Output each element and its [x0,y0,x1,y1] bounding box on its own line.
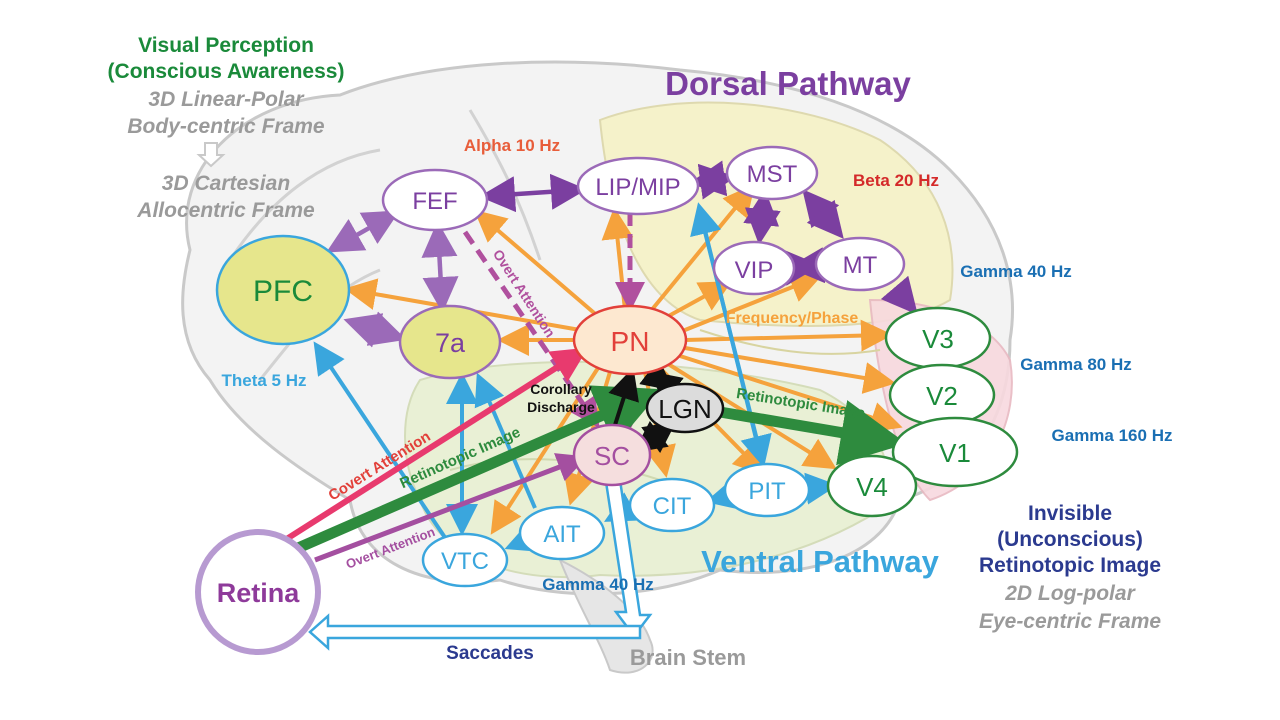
node-v1: V1 [891,416,1019,488]
corollary-label: Corollary [530,381,592,397]
lgn-label: LGN [658,394,711,424]
right-legend-line2: (Unconscious) [997,528,1143,551]
node-v4: V4 [826,454,918,518]
cit-label: CIT [653,493,692,520]
alpha-label: Alpha 10 Hz [464,136,560,155]
v3-label: V3 [922,324,954,354]
retina-label: Retina [217,578,301,608]
node-cit: CIT [628,477,716,533]
gamma40-top-label: Gamma 40 Hz [960,262,1072,281]
node-pit: PIT [723,462,811,518]
fef-label: FEF [412,188,457,215]
right-legend-line5: Eye-centric Frame [979,610,1161,633]
node-ait: AIT [518,505,606,561]
down-arrow-icon [196,142,226,168]
node-7a: 7a [398,304,502,380]
left-legend-line6: Allocentric Frame [136,199,315,222]
pn-label: PN [611,326,650,357]
mt-label: MT [843,252,878,279]
lip-mip-label: LIP/MIP [595,174,680,201]
mst-label: MST [747,161,798,188]
node-fef: FEF [381,168,489,232]
v4-label: V4 [856,472,888,502]
v2-label: V2 [926,381,958,411]
beta-label: Beta 20 Hz [853,171,939,190]
saccades-label: Saccades [446,643,534,664]
node-vip: VIP [712,240,796,296]
frequency-labels: Alpha 10 Hz Beta 20 Hz Gamma 40 Hz Gamma… [221,136,1172,594]
vip-label: VIP [735,257,774,284]
right-legend-line3: Retinotopic Image [979,554,1161,577]
node-v2: V2 [888,363,996,427]
retina-pathways [283,347,907,563]
ventral-pathway-title: Ventral Pathway [701,544,940,579]
left-legend-line1: Visual Perception [138,34,314,57]
node-pn: PN [572,304,688,376]
gamma160-label: Gamma 160 Hz [1052,426,1173,445]
dorsal-pathway-title: Dorsal Pathway [665,65,911,102]
frontal-connections [326,210,459,348]
node-v3: V3 [884,306,992,370]
discharge-label: Discharge [527,399,595,415]
saccades-arrow [308,478,653,651]
theta-label: Theta 5 Hz [221,371,306,390]
left-legend-line5: 3D Cartesian [162,172,290,195]
node-mt: MT [814,236,906,292]
node-mst: MST [725,145,819,201]
node-sc: SC [572,423,652,487]
pit-label: PIT [748,478,786,505]
frequency-phase-label: Frequency/Phase [726,310,859,327]
right-legend-line4: 2D Log-polar [1004,582,1136,605]
right-legend-line1: Invisible [1028,502,1112,525]
brain-stem-label: Brain Stem [630,645,746,670]
node-vtc: VTC [421,532,509,588]
v1-label: V1 [939,438,971,468]
left-legend-line4: Body-centric Frame [127,115,325,138]
gamma40-bottom-label: Gamma 40 Hz [542,575,654,594]
sc-label: SC [594,441,630,471]
7a-label: 7a [435,328,466,358]
right-legend: Invisible (Unconscious) Retinotopic Imag… [979,502,1161,633]
node-lip-mip: LIP/MIP [576,156,700,216]
pfc-label: PFC [253,275,313,308]
left-legend: Visual Perception (Conscious Awareness) … [108,34,345,222]
dorsal-connections [479,160,918,315]
ait-label: AIT [543,521,581,548]
vtc-label: VTC [441,548,489,575]
node-pfc: PFC [215,234,351,346]
node-retina: Retina [195,529,321,655]
left-legend-line3: 3D Linear-Polar [148,88,305,111]
gamma80-label: Gamma 80 Hz [1020,355,1132,374]
node-lgn: LGN [645,382,725,434]
left-legend-line2: (Conscious Awareness) [108,60,345,83]
